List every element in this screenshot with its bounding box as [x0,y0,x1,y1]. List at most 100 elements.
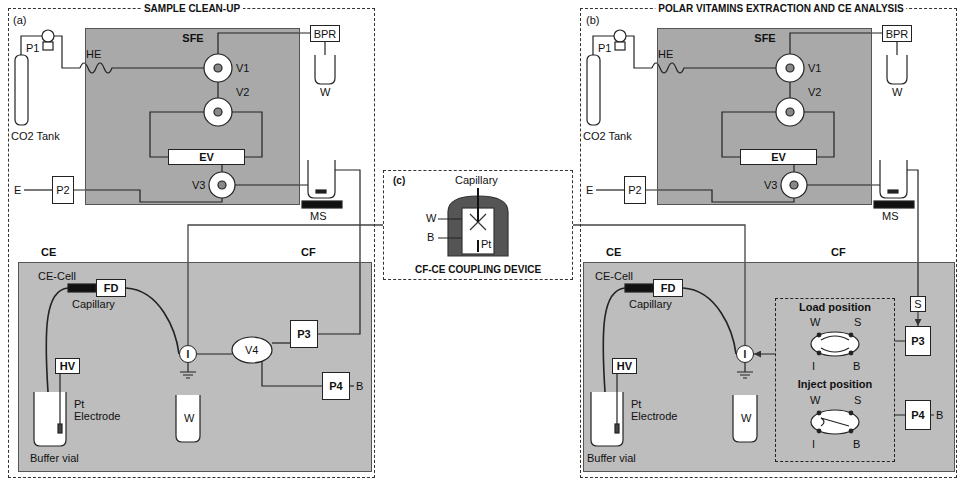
part-label: W [320,86,330,98]
part-label: Pt [481,238,491,250]
part-label: W [426,212,436,224]
node-text: Load position [799,301,871,314]
part-label: V1 [808,62,821,74]
sample-line [318,170,918,334]
panel-frame: EVSFEBPRP2FDHVP3P4ICECFSAMPLE CLEAN-UP [8,8,375,478]
part-label: CE-Cell [595,270,633,282]
node-text: I [744,349,747,360]
module-fill [583,262,955,472]
part-label: MS [310,210,327,222]
node-text: FD [661,282,676,295]
module-box: EVSFE [657,28,872,205]
part-label: B [356,380,363,392]
part-label: W [741,412,751,424]
node-text: BPR [886,27,909,40]
part-label: Capillary [455,174,498,186]
module-box: FDHVP3P4ICECF [18,262,372,472]
device-box: FD [653,279,683,297]
part-label: HE [658,48,673,60]
ce-plumbing [591,284,757,446]
part-label: B [853,360,860,372]
node-text: P2 [628,184,641,197]
part-label: W [184,412,194,424]
node-text: P4 [329,380,342,393]
device-box: P2 [624,176,646,204]
device-box: P4 [322,372,350,400]
node-text: BPR [314,27,337,40]
node-text: I [187,349,190,360]
connector-line [573,225,745,345]
junction-circle: I [179,345,197,363]
panel-frame: (c)CF-CE COUPLING DEVICE [383,170,573,280]
node-text: SFE [182,32,203,45]
device-box: FD [96,279,126,297]
part-label: CE-Cell [38,270,76,282]
part-label: E [14,184,21,196]
device-box: P2 [52,176,74,204]
node-text: P3 [911,335,924,348]
part-label: S [854,316,861,328]
part-label: V2 [236,86,249,98]
device-box: S [910,296,926,312]
module-box: EV SFE [85,28,300,205]
part-label: (a) [13,14,26,26]
part-label: Buffer vial [30,452,79,464]
node-text: Inject position [798,378,873,391]
part-label: V4 [245,344,258,356]
module-fill [18,262,372,472]
device-box: P4 [905,400,931,430]
node-text: (c) [390,174,408,187]
node-text: HV [617,360,632,373]
node-text: CF [301,246,316,259]
node-text: CF [831,246,846,259]
node-text: FD [104,282,119,295]
part-label: P1 [598,42,611,54]
device-box: P3 [905,326,931,356]
part-label: Capillary [72,298,115,310]
part-label: W [892,86,902,98]
part-label: HE [86,48,101,60]
part-label: MS [882,210,899,222]
node-text: HV [60,360,75,373]
part-label: W [810,316,820,328]
node-text: S [914,298,921,311]
junction-circle: I [736,345,754,363]
part-label: Capillary [629,298,672,310]
part-label: W [810,394,820,406]
part-label: V3 [192,179,205,191]
device-box: HV [612,358,637,374]
node-text: P4 [911,409,924,422]
part-label: CO2 Tank [11,130,60,142]
part-label: V1 [236,62,249,74]
part-label: B [427,231,434,243]
connector-line [188,225,383,345]
coupling-device [438,188,508,256]
part-label: V3 [764,179,777,191]
node-text: CE [41,246,56,259]
device-box: EV [740,149,817,165]
node-text: POLAR VITAMINS EXTRACTION AND CE ANALYSI… [655,2,906,15]
part-label: Pt Electrode [631,398,683,422]
connector-line [754,353,775,354]
device-box: HV [55,358,80,374]
sfe-plumbing [587,30,914,208]
node-text: P3 [297,328,310,341]
connector-line [895,340,905,341]
device-box: EV [168,149,245,165]
device-box: P3 [290,320,318,348]
sfe-plumbing [15,30,342,208]
part-label: V2 [808,86,821,98]
part-label: Pt Electrode [74,398,126,422]
device-box: BPR [882,25,912,42]
part-label: (b) [586,14,599,26]
part-label: E [586,184,593,196]
part-label: I [812,360,815,372]
part-label: B [936,409,943,421]
part-label: B [853,438,860,450]
part-label: Buffer vial [587,452,636,464]
node-text: SAMPLE CLEAN-UP [141,2,243,15]
node-text: EV [199,151,214,164]
node-text: P2 [56,184,69,197]
ce-plumbing [34,284,200,446]
node-text: CE [606,246,621,259]
